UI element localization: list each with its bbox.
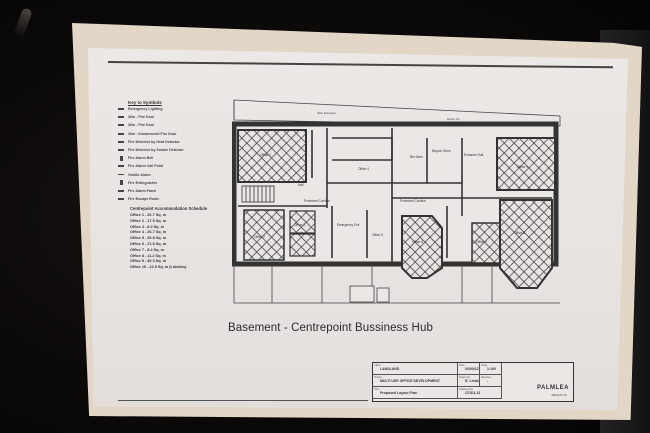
label-hall: Hall bbox=[298, 183, 304, 187]
legend-item-label: Fire Alarm Panel bbox=[128, 188, 157, 193]
legend-item: Emergency Lighting bbox=[118, 105, 230, 113]
schedule-item: Office 2 - 17.5 Sq. m bbox=[130, 218, 167, 223]
legend-line-symbol-icon bbox=[118, 165, 124, 168]
legend-line-symbol-icon bbox=[118, 140, 124, 143]
label-side-entrance: Side Entrance bbox=[317, 111, 336, 115]
legend-item-label: Emergency Lighting bbox=[128, 107, 163, 112]
tb-drawn: Drawn byR. Lindsay bbox=[458, 375, 480, 387]
label-office-8: Office 8 bbox=[514, 231, 525, 235]
label-office-3: Office 3 bbox=[294, 223, 305, 227]
legend-box-symbol-icon bbox=[120, 180, 123, 186]
legend-item: Fire Escape Route bbox=[118, 195, 230, 203]
schedule-item: Office 8 - 11.2 Sq. m bbox=[130, 253, 166, 258]
legend-item-label: Fire Alarm Bell bbox=[128, 156, 154, 161]
legend-line-symbol-icon bbox=[118, 124, 124, 127]
label-office-4: Office 4 bbox=[358, 167, 369, 171]
legend-item: Fire Detector by Smoke Detector bbox=[118, 146, 230, 154]
legend-item: Fire Alarm Bell bbox=[118, 154, 230, 162]
legend-item: 30m - Fire Door bbox=[118, 113, 230, 121]
tb-firm: PALMLEA DESIGN LTD bbox=[502, 363, 573, 399]
schedule-item: Office 4 - 26.7 Sq. m bbox=[130, 230, 167, 235]
legend-item: 30m - Intumescent Fire Door bbox=[118, 130, 230, 138]
legend-line-symbol-icon bbox=[118, 108, 124, 111]
schedule-item: Office 5 - 20.8 Sq. m bbox=[130, 236, 167, 241]
label-emergency-exit: Emergency Exit bbox=[337, 223, 359, 227]
label-protected-corridor-2: Protected Corridor bbox=[400, 199, 427, 203]
legend-item-label: 30m - Fire Door bbox=[128, 123, 155, 128]
legend-item: 30m - Fire Door bbox=[118, 121, 230, 129]
legend-line-symbol-icon bbox=[118, 116, 124, 119]
legend-item: Visible Alarm bbox=[118, 171, 230, 179]
legend-line-symbol-icon bbox=[118, 174, 124, 176]
schedule-item: Office 7 - 8.4 Sq. m bbox=[130, 247, 164, 252]
schedule-title: Centrepoint Accommodation Schedule bbox=[130, 206, 208, 211]
legend-item-label: Fire Extinguisher bbox=[128, 180, 158, 185]
label-ramp: Ramp Up bbox=[447, 117, 460, 121]
floor-plan-drawing: Side Entrance Ramp Up Office 1 Hall Offi… bbox=[232, 99, 561, 304]
bottom-border-line bbox=[118, 400, 368, 401]
legend: Key to Symbols Emergency Lighting 30m - F… bbox=[118, 100, 230, 203]
legend-item: Fire Alarm Call Point bbox=[118, 162, 230, 170]
schedule-item: Office 3 - 8.0 Sq. m bbox=[130, 224, 164, 229]
legend-line-symbol-icon bbox=[118, 149, 124, 152]
legend-item-label: 30m - Fire Door bbox=[128, 115, 155, 120]
label-bin-store: Bin Store bbox=[410, 155, 423, 159]
legend-item: Fire Alarm Panel bbox=[118, 187, 230, 195]
firm-subtitle: DESIGN LTD bbox=[551, 394, 567, 397]
schedule-item: Office 10 - 22.5 Sq. m (Lobbies) bbox=[130, 265, 187, 270]
label-office-2: Office 2 bbox=[254, 235, 265, 239]
label-bicycle-store: Bicycle Store bbox=[432, 149, 451, 153]
legend-item: Fire Detector by Heat Detector bbox=[118, 138, 230, 146]
accommodation-schedule: Centrepoint Accommodation Schedule Offic… bbox=[130, 206, 225, 271]
legend-line-symbol-icon bbox=[118, 198, 124, 201]
legend-item-label: Fire Detector by Smoke Detector bbox=[128, 148, 184, 153]
legend-item-label: Fire Alarm Call Point bbox=[128, 164, 164, 169]
label-protected-corridor-1: Protected Corridor bbox=[304, 199, 331, 203]
legend-item-label: 30m - Intumescent Fire Door bbox=[128, 131, 177, 136]
legend-line-symbol-icon bbox=[118, 132, 124, 135]
label-office-7: Office 7 bbox=[476, 240, 487, 244]
legend-title: Key to Symbols bbox=[128, 100, 162, 105]
schedule-item: Office 9 - 40.0 Sq. m bbox=[130, 259, 167, 264]
schedule-item: Office 6 - 21.8 Sq. m bbox=[130, 241, 167, 246]
label-office-1: Office 1 bbox=[260, 153, 271, 157]
light-glare bbox=[13, 7, 33, 39]
firm-logo: PALMLEA bbox=[536, 385, 569, 391]
legend-item-label: Fire Escape Route bbox=[128, 197, 160, 202]
tb-drawing-no: Drawing No.CC/D1.12 bbox=[458, 387, 502, 399]
tb-revision: Revision- bbox=[480, 375, 502, 387]
legend-line-symbol-icon bbox=[118, 189, 124, 192]
plan-caption: Basement - Centrepoint Bussiness Hub bbox=[228, 322, 433, 334]
legend-box-symbol-icon bbox=[120, 155, 123, 161]
label-office-5: Office 5 bbox=[372, 233, 383, 237]
legend-item-label: Fire Detector by Heat Detector bbox=[128, 139, 180, 144]
label-office-6: Office 6 bbox=[412, 240, 423, 244]
label-office-9: Office 9 bbox=[517, 165, 528, 169]
legend-item: Fire Extinguisher bbox=[118, 179, 230, 187]
label-entrance-hall: Entrance Hall bbox=[464, 153, 483, 157]
legend-item-label: Visible Alarm bbox=[128, 172, 151, 177]
schedule-item: Office 1 - 26.7 Sq. m bbox=[130, 213, 167, 217]
